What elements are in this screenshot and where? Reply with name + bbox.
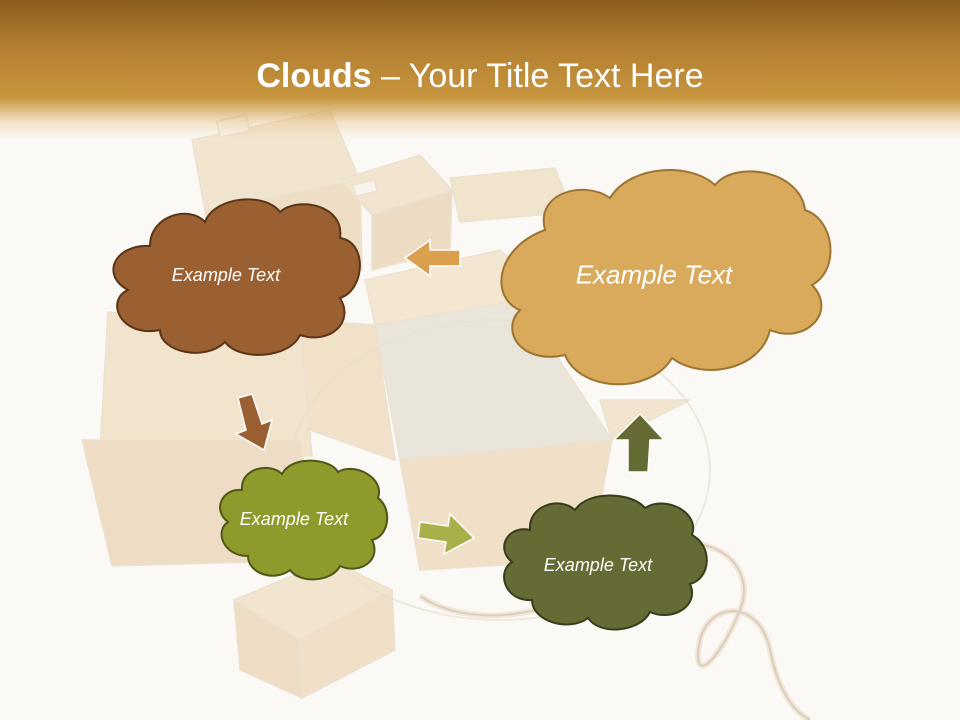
title-bold: Clouds	[256, 57, 372, 95]
cloud-shape-2[interactable]	[500, 169, 832, 386]
slide-title[interactable]: Clouds – Your Title Text Here	[0, 56, 960, 96]
cloud-text-3[interactable]: Example Text	[239, 508, 349, 529]
arrow-right-icon	[417, 512, 476, 556]
cloud-shape-4[interactable]	[503, 494, 708, 631]
arrow-down-icon	[234, 393, 274, 452]
header-bar	[0, 0, 960, 140]
cloud-shape-1[interactable]	[112, 198, 361, 356]
cloud-text-1[interactable]: Example Text	[171, 264, 281, 285]
title-rest: Your Title Text Here	[408, 57, 704, 95]
arrow-left-icon	[403, 238, 461, 278]
arrow-up-icon	[612, 412, 666, 473]
cloud-text-4[interactable]: Example Text	[543, 554, 653, 575]
cloud-shape-3[interactable]	[219, 459, 388, 581]
cloud-text-2[interactable]: Example Text	[575, 259, 733, 290]
title-separator: –	[371, 57, 409, 95]
